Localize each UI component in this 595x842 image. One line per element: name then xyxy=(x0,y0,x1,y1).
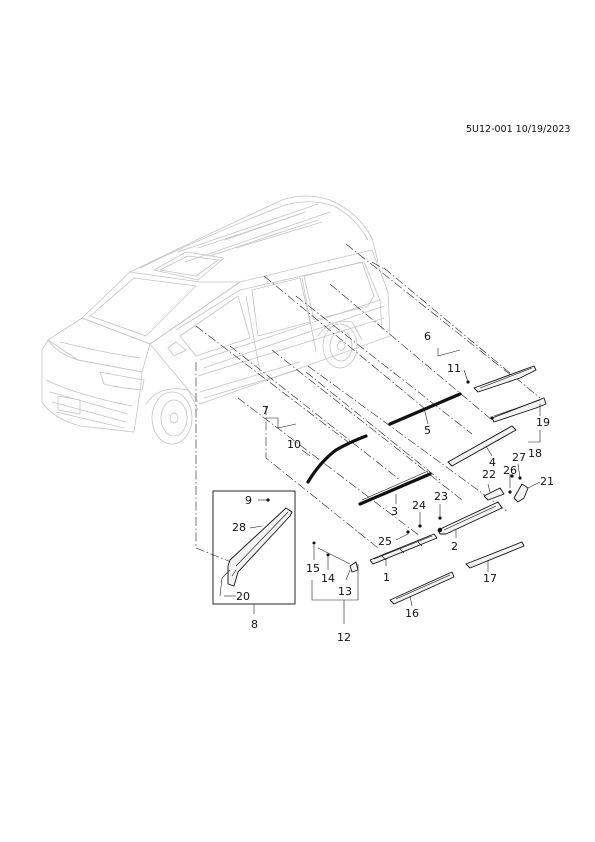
reference-lead-lines xyxy=(195,243,541,565)
callout-27: 27 xyxy=(512,451,526,464)
callout-25: 25 xyxy=(378,535,392,548)
clip-13 xyxy=(349,561,359,573)
part-17 xyxy=(465,541,525,569)
callout-22: 22 xyxy=(482,468,496,481)
callout-18: 18 xyxy=(528,447,542,460)
callout-5: 5 xyxy=(424,424,431,437)
part-22 xyxy=(483,487,505,501)
callout-19: 19 xyxy=(536,416,550,429)
part-10 xyxy=(306,434,368,484)
callout-6: 6 xyxy=(424,330,431,343)
callout-11: 11 xyxy=(447,362,461,375)
part-1 xyxy=(369,533,438,565)
callout-17: 17 xyxy=(483,572,497,585)
callout-23: 23 xyxy=(434,490,448,503)
callout-10: 10 xyxy=(287,438,301,451)
callout-16: 16 xyxy=(405,607,419,620)
part-3 xyxy=(358,472,432,506)
part-4 xyxy=(447,425,517,467)
callout-4: 4 xyxy=(489,456,496,469)
minivan-illustration xyxy=(41,195,391,445)
callout-21: 21 xyxy=(540,475,554,488)
parts xyxy=(306,365,547,605)
detail-box xyxy=(212,490,296,605)
callout-7: 7 xyxy=(262,404,269,417)
part-16 xyxy=(389,571,455,605)
part-21 xyxy=(513,483,529,503)
callout-3: 3 xyxy=(391,505,398,518)
callout-28: 28 xyxy=(232,521,246,534)
part-5 xyxy=(388,392,462,426)
callout-8: 8 xyxy=(251,618,258,631)
callout-20: 20 xyxy=(236,590,250,603)
part-28-pillar-trim xyxy=(227,507,293,587)
callout-13: 13 xyxy=(338,585,352,598)
callout-26: 26 xyxy=(503,464,517,477)
callout-labels: 6 11 7 10 5 19 18 4 22 27 26 21 23 24 3 … xyxy=(232,330,554,644)
callout-14: 14 xyxy=(321,572,335,585)
callout-9: 9 xyxy=(245,494,252,507)
callout-1: 1 xyxy=(383,571,390,584)
callout-15: 15 xyxy=(306,562,320,575)
leader-lines xyxy=(219,348,541,624)
callout-24: 24 xyxy=(412,499,426,512)
document-id-date: 5U12-001 10/19/2023 xyxy=(466,124,571,135)
callout-2: 2 xyxy=(451,540,458,553)
callout-12: 12 xyxy=(337,631,351,644)
